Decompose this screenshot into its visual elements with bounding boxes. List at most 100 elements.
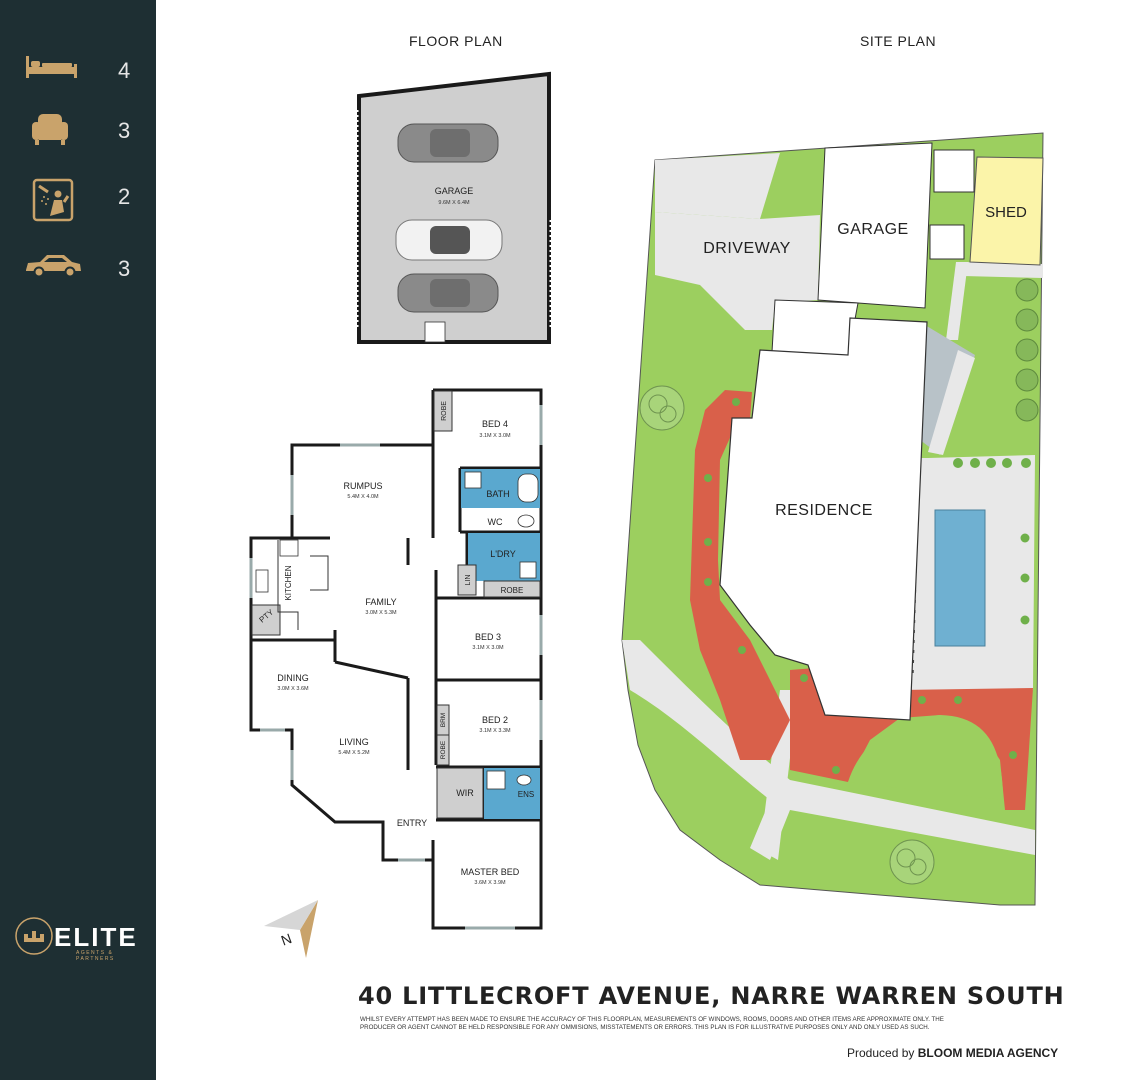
fp-ensuite-toilet	[516, 774, 532, 786]
disclaimer-text: Whilst every attempt has been made to en…	[360, 1016, 944, 1031]
fp-car-3	[397, 273, 499, 313]
floor-plan: GARAGE 9.6M X 6.4M	[249, 71, 553, 958]
fp-ens-label: ENS	[518, 790, 534, 799]
site-tree-row-right	[1015, 278, 1039, 422]
site-shrubs	[704, 398, 1031, 774]
fp-pantry	[251, 604, 281, 636]
producer-credit: Produced by BLOOM MEDIA AGENCY	[847, 1046, 1058, 1060]
fp-garage-door	[424, 321, 446, 343]
fp-lin-label: LIN	[465, 575, 472, 586]
fp-dining-size: 3.0M X 3.6M	[277, 686, 309, 692]
stat-bathrooms: 2	[0, 178, 156, 222]
north-arrow-icon: N	[264, 900, 318, 958]
fp-walk-in-robe	[436, 767, 484, 819]
site-garden-bed-left	[690, 390, 790, 760]
site-garage	[817, 142, 933, 309]
elite-emblem-icon	[15, 917, 53, 955]
floor-plan-heading: FLOOR PLAN	[409, 33, 503, 49]
fp-toilet	[517, 514, 535, 528]
fp-laundry-label: L'DRY	[490, 549, 516, 559]
fp-bed4-label: BED 4	[482, 419, 508, 429]
site-tree-large-left	[639, 385, 685, 431]
fp-bath-label: BATH	[486, 489, 509, 499]
fp-robe-bed4-label: ROBE	[441, 401, 448, 421]
fp-kitchen-island	[310, 555, 329, 591]
fp-bed2-label: BED 2	[482, 715, 508, 725]
shower-icon	[32, 178, 74, 222]
fp-robe-bed3-label: ROBE	[501, 586, 524, 595]
car-icon	[26, 255, 81, 278]
site-garage-label: GARAGE	[837, 221, 908, 238]
north-label: N	[279, 930, 294, 948]
fp-cooktop	[279, 539, 299, 557]
elite-logo: ELITE AGENTS & PARTNERS	[14, 912, 144, 962]
fp-bed4-size: 3.1M X 3.0M	[479, 433, 511, 439]
site-residence	[719, 317, 928, 721]
fp-car-2	[395, 219, 503, 261]
fp-rumpus-size: 5.4M X 4.0M	[347, 494, 379, 500]
site-plan-heading: SITE PLAN	[860, 33, 937, 49]
fp-master-size: 3.6M X 3.9M	[474, 880, 506, 886]
fp-car-1	[397, 123, 499, 163]
credit-agency: BLOOM MEDIA AGENCY	[917, 1046, 1059, 1060]
fp-robe-bed2-label: ROBE	[440, 740, 447, 759]
fp-family-size: 3.0M X 5.3M	[365, 610, 397, 616]
fp-robe-bed4	[433, 390, 453, 432]
fp-kitchen-sink	[255, 569, 269, 593]
fp-family-label: FAMILY	[365, 597, 396, 607]
fp-bathtub	[517, 473, 539, 503]
fp-bed3-label: BED 3	[475, 632, 501, 642]
bathrooms-count: 2	[118, 184, 131, 209]
fp-dining-label: DINING	[277, 673, 309, 683]
fp-wc-label: WC	[488, 517, 503, 527]
fp-garage-label: GARAGE	[435, 186, 474, 196]
stat-cars: 3	[0, 250, 156, 290]
stat-living: 3	[0, 112, 156, 152]
site-small-structure-1	[933, 149, 975, 193]
fp-entry-label: ENTRY	[397, 818, 427, 828]
bed-icon	[26, 56, 77, 78]
fp-ensuite-shower	[486, 770, 506, 790]
site-pool	[934, 509, 986, 647]
fp-master-label: MASTER BED	[461, 867, 520, 877]
fp-kitchen-label: KITCHEN	[284, 565, 293, 600]
armchair-icon	[32, 114, 68, 145]
fp-rumpus-label: RUMPUS	[343, 481, 382, 491]
fp-brm-label: BRM	[440, 713, 447, 727]
fp-living-size: 5.4M X 5.2M	[338, 750, 370, 756]
site-path-down	[946, 262, 968, 340]
credit-prefix: Produced by	[847, 1046, 915, 1060]
site-tree-large-front	[889, 839, 935, 885]
site-shed-label: SHED	[985, 204, 1027, 221]
site-shed	[969, 156, 1044, 266]
bedrooms-count: 4	[118, 58, 131, 83]
site-residence-label: RESIDENCE	[775, 502, 873, 519]
fp-robe-bed2	[436, 734, 450, 766]
fp-bed3-size: 3.1M X 3.0M	[472, 645, 504, 651]
site-side-path-light	[928, 350, 975, 455]
sidebar: 4 3 2 3	[0, 0, 156, 1080]
logo-wordmark: ELITE	[54, 922, 138, 952]
logo-subtitle: AGENTS & PARTNERS	[76, 950, 115, 962]
property-address: 40 LITTLECROFT AVENUE, NARRE WARREN SOUT…	[358, 982, 1065, 1010]
fp-living-label: LIVING	[339, 737, 369, 747]
fp-robe-bed3	[483, 580, 541, 598]
fp-laundry-tub	[519, 561, 537, 579]
living-count: 3	[118, 118, 131, 143]
fp-kitchen-bench	[277, 540, 299, 630]
site-front-lawn	[848, 715, 1003, 800]
fp-wir-label: WIR	[456, 788, 474, 798]
site-small-structure-2	[929, 224, 965, 260]
site-porch	[771, 299, 859, 358]
site-driveway-top	[655, 153, 780, 219]
fp-windows	[249, 405, 543, 930]
site-driveway-label: DRIVEWAY	[703, 240, 791, 257]
cars-count: 3	[118, 256, 131, 281]
fp-bed2-size: 3.1M X 3.3M	[479, 728, 511, 734]
fp-shower	[464, 471, 482, 489]
site-plan: DRIVEWAY GARAGE SHED RESIDENCE	[621, 132, 1044, 906]
site-front-path-vertical	[760, 690, 798, 860]
fp-garage-size: 9.6M X 6.4M	[438, 200, 470, 206]
stat-bedrooms: 4	[0, 52, 156, 92]
